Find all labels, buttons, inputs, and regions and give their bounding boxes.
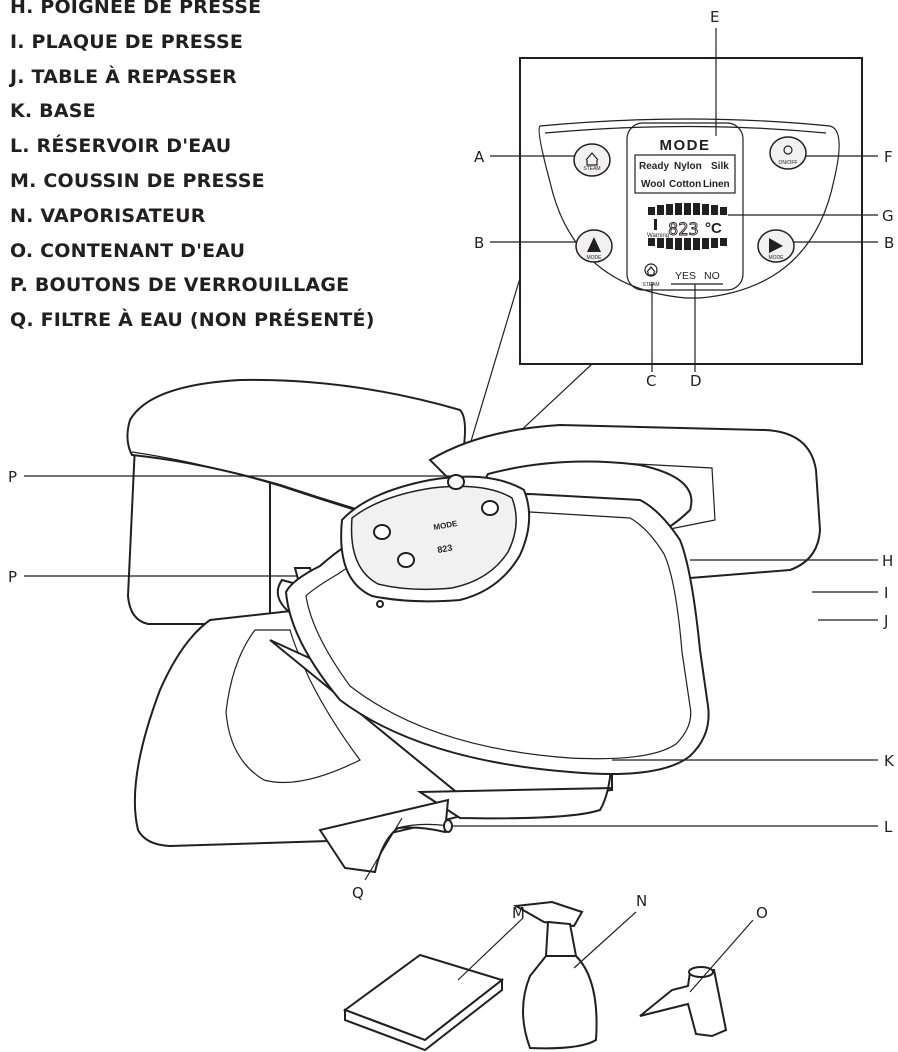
press-pad-leader (457, 917, 524, 981)
callout-n: N (636, 892, 647, 910)
spray-bottle (512, 900, 637, 1050)
water-cup-rim (688, 966, 714, 978)
callout-k: K (884, 752, 895, 770)
temperature-unit: °C (705, 220, 722, 237)
power-icon (783, 145, 793, 155)
warning-label: Warning (647, 233, 669, 239)
small-on-off-button[interactable] (447, 474, 465, 490)
spray-bottle-leader (573, 911, 637, 969)
small-mode-title: MODE (433, 519, 459, 532)
display-window (626, 122, 744, 291)
legend-item-o: O. CONTENANT D'EAU (10, 239, 246, 262)
fabric-wool: Wool (641, 179, 665, 190)
press-pad (342, 917, 524, 1052)
water-cup (639, 919, 754, 1038)
callout-h: H (882, 552, 893, 570)
temperature-bar-bottom (648, 238, 727, 250)
yes-label: YES (675, 270, 696, 282)
small-mode-up-button[interactable] (481, 500, 499, 516)
callout-i: I (884, 584, 888, 602)
fabric-cotton: Cotton (669, 179, 701, 190)
callout-g: G (882, 207, 894, 225)
detail-frame (519, 57, 863, 365)
steam-press: MODE 823 (126, 378, 822, 874)
thermometer-icon (654, 219, 657, 230)
legend-item-k: K. BASE (10, 100, 96, 123)
mode-title: MODE (660, 137, 711, 154)
steam-button-icon (585, 152, 599, 166)
small-temperature-readout: 823 (437, 543, 454, 555)
spray-nozzle (512, 900, 584, 928)
temperature-bar-top (648, 203, 727, 215)
arrow-up-icon (587, 237, 601, 252)
callout-p-bottom: P (8, 568, 17, 586)
steam-button[interactable] (573, 143, 611, 177)
spray-bottle-body (522, 955, 598, 1050)
fabric-selector-box (634, 154, 736, 194)
legend-item-l: L. RÉSERVOIR D'EAU (10, 135, 232, 158)
mode-down-label: MODE (587, 255, 603, 261)
control-panel-detail: MODE Ready Nylon Silk Wool Cotton Linen … (519, 57, 863, 365)
legend-item-i: I. PLAQUE DE PRESSE (10, 30, 244, 53)
parts-legend: H. POIGNÉE DE PRESSE I. PLAQUE DE PRESSE… (10, 0, 375, 338)
callout-b-right: B (884, 234, 894, 252)
legend-item-p: P. BOUTONS DE VERROUILLAGE (10, 274, 350, 297)
main-leader-lines (24, 475, 878, 881)
spray-neck (544, 920, 578, 957)
panel-outline (538, 118, 840, 299)
arrow-right-icon (769, 238, 783, 253)
callout-d: D (690, 372, 702, 390)
temperature-readout: 823 (668, 220, 699, 240)
small-steam-button[interactable] (373, 524, 391, 540)
callout-e: E (710, 8, 719, 26)
callout-a: A (474, 148, 485, 166)
callout-q: Q (352, 884, 364, 902)
panel-edge (544, 125, 827, 134)
callout-p-top: P (8, 468, 17, 486)
callout-l: L (884, 818, 893, 836)
steam-button-label: STEAM (583, 166, 600, 172)
callout-o: O (756, 904, 768, 922)
callout-f: F (884, 148, 893, 166)
table-cutout (225, 629, 361, 784)
legend-item-j: J. TABLE À REPASSER (10, 65, 238, 88)
fabric-silk: Silk (711, 161, 729, 172)
press-pad-side (344, 977, 503, 1052)
fabric-linen: Linen (703, 179, 730, 190)
no-label: NO (704, 270, 720, 282)
callout-b-left: B (474, 234, 484, 252)
legend-item-q: Q. FILTRE À EAU (NON PRÉSENTÉ) (10, 309, 375, 332)
callout-m: M (512, 904, 525, 922)
steam-indicator-label: STEAM (642, 282, 659, 288)
small-mode-down-button[interactable] (397, 552, 415, 568)
on-off-button-label: ON/OFF (779, 160, 798, 166)
small-control-panel (350, 485, 517, 591)
mode-up-label: MODE (769, 255, 785, 261)
handle-screw (376, 600, 384, 608)
steam-indicator-icon (644, 263, 658, 277)
legend-item-n: N. VAPORISATEUR (10, 204, 206, 227)
on-off-button[interactable] (769, 136, 807, 170)
callout-c: C (646, 372, 656, 390)
panel-leader-lines (459, 28, 878, 481)
legend-item-h: H. POIGNÉE DE PRESSE (10, 0, 262, 18)
fabric-ready: Ready (639, 161, 669, 172)
steam-indicator-house (646, 266, 656, 276)
water-cup-leader (689, 919, 754, 993)
callout-j: J (883, 612, 888, 630)
legend-item-m: M. COUSSIN DE PRESSE (10, 169, 265, 192)
tank-cap (443, 819, 453, 833)
fabric-nylon: Nylon (674, 161, 702, 172)
water-cup-body (639, 968, 728, 1038)
